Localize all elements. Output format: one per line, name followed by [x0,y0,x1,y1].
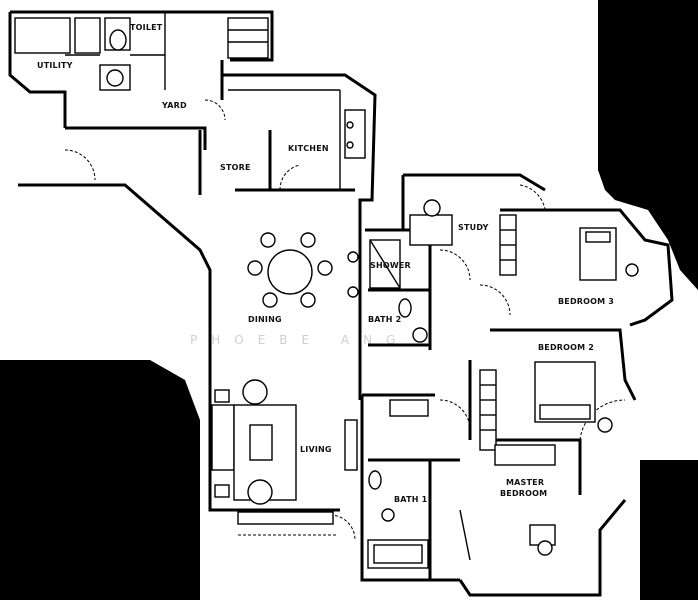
label-store: STORE [220,163,251,172]
bath1-fixtures [367,399,429,569]
kitchen-fixtures [227,17,366,190]
label-master-line1: MASTER [506,478,544,487]
label-master-line2: BEDROOM [500,489,547,498]
label-shower: SHOWER [370,261,411,270]
label-kitchen: KITCHEN [288,144,329,153]
tv-console [344,419,358,471]
label-dining: DINING [248,315,282,324]
master-bedroom-fixtures [459,444,556,561]
washing-machine [74,17,101,54]
study-desk [409,214,453,246]
master-bed-headboard [494,444,556,466]
armchair-bottom [247,479,273,505]
utility-sink [14,17,71,54]
toilet-bowl [109,29,127,51]
study-bath2-fixtures [347,199,453,343]
bath1-vanity [389,399,429,417]
bath1-basin [381,508,395,522]
mask-top-right [598,0,698,290]
bedroom3-fixtures [499,214,639,281]
label-study: STUDY [458,223,489,232]
label-bath1: BATH 1 [394,495,428,504]
cooker-hob [344,109,366,159]
armchair-top [242,379,268,405]
label-bedroom2: BEDROOM 2 [538,343,594,352]
dining-table [267,249,313,295]
label-utility: UTILITY [37,61,73,70]
toilet-basin [106,69,124,87]
label-bedroom3: BEDROOM 3 [558,297,614,306]
living-set [211,379,358,536]
planter-ledge [237,511,334,525]
utility-toilet-fixtures [14,12,166,91]
bedroom2-fixtures [479,361,613,451]
bath2-basin [412,327,428,343]
mask-left-bottom [0,360,200,600]
coffee-table [249,424,273,461]
bath2-toilet [398,298,412,318]
watermark: PHOEBE ANG [190,333,409,347]
bath1-toilet [368,470,382,490]
label-living: LIVING [300,445,332,454]
bedroom2-wardrobe [479,369,497,451]
label-toilet: TOILET [130,23,163,32]
stair-box [227,17,269,59]
sofa [211,404,235,471]
label-yard: YARD [161,101,187,110]
label-bath2: BATH 2 [368,315,401,324]
dining-set [247,232,333,308]
mask-right-bottom [640,460,698,600]
room-labels: UTILITY TOILET YARD KITCHEN STORE STUDY … [37,23,614,504]
